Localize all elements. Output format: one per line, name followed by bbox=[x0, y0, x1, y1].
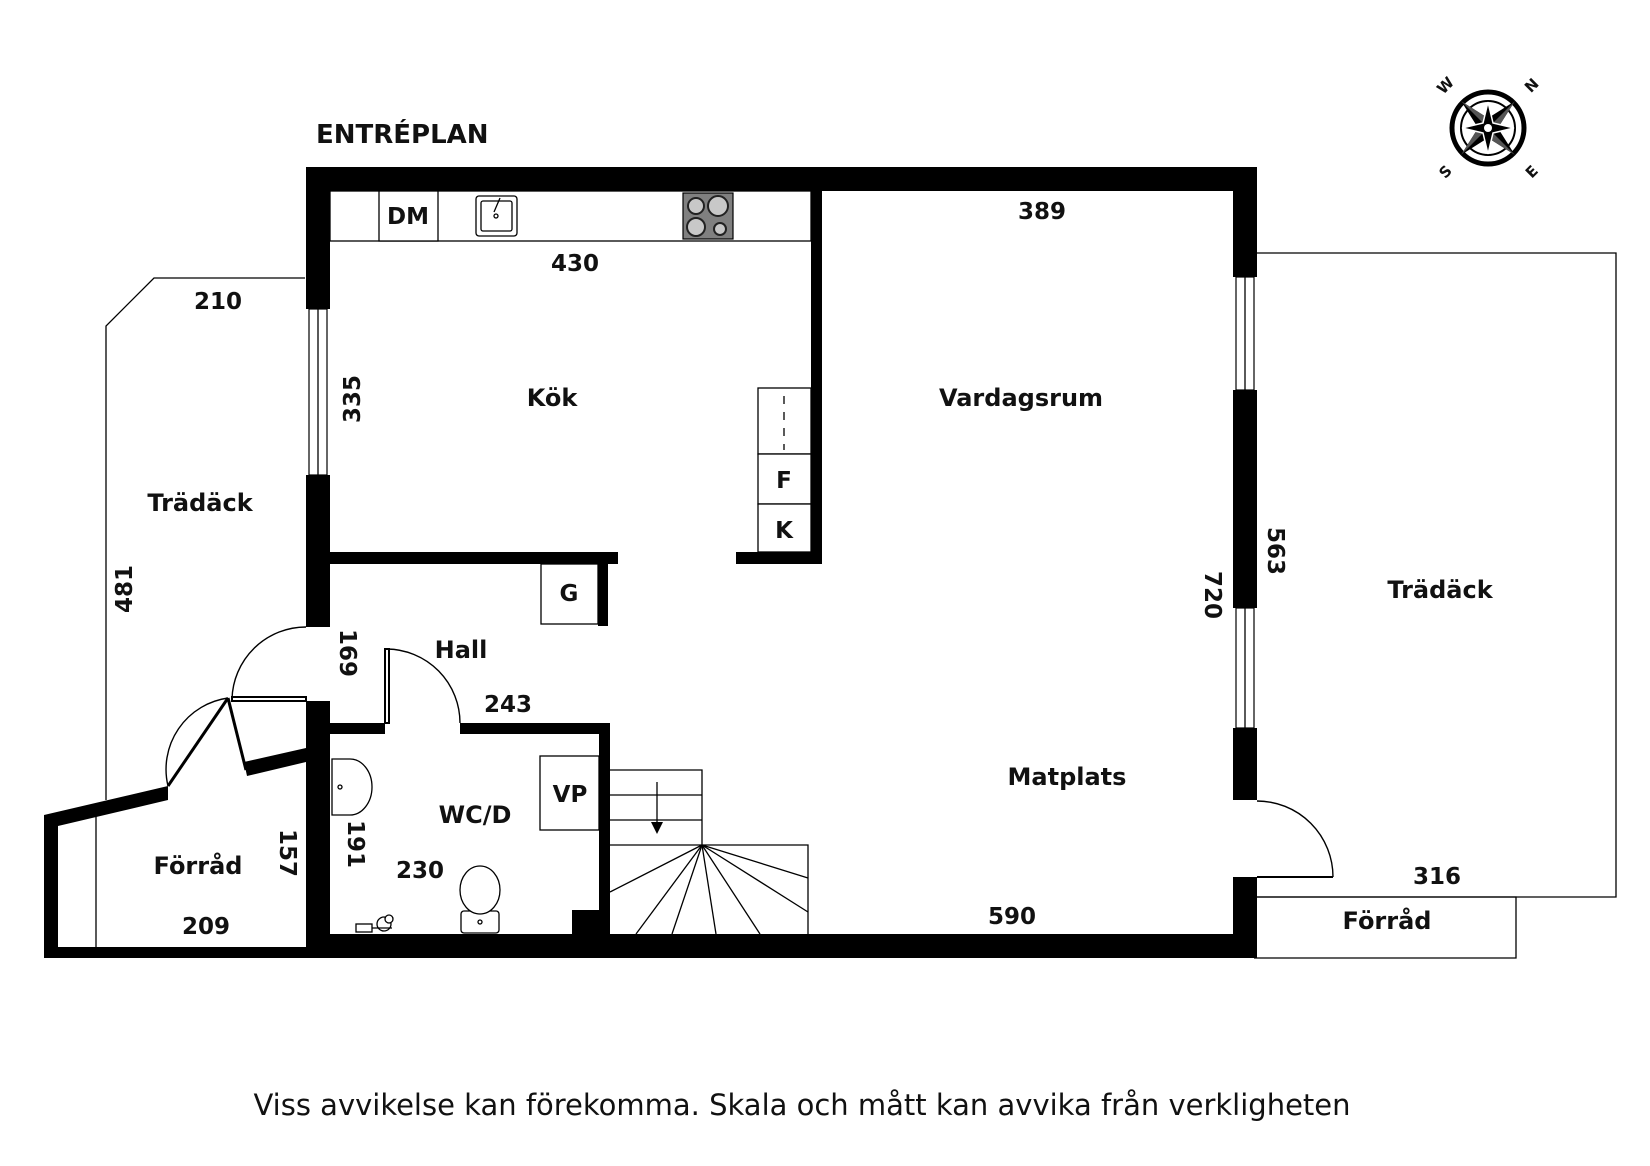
right-deck-outline bbox=[1254, 252, 1617, 898]
window-living-upper bbox=[1235, 276, 1255, 391]
front-door bbox=[231, 626, 307, 702]
compass-rose-icon: W E S N bbox=[1433, 73, 1543, 182]
window-living-lower bbox=[1235, 607, 1255, 729]
freezer-label: F bbox=[776, 468, 792, 494]
dim-living-depth: 720 bbox=[1199, 571, 1225, 619]
dim-kok-width: 430 bbox=[551, 251, 599, 277]
dim-left-storage-width: 209 bbox=[182, 914, 230, 940]
compass-east-label: E bbox=[1522, 162, 1542, 182]
dim-wc-depth: 191 bbox=[342, 820, 368, 868]
dim-vardagsrum-width: 389 bbox=[1018, 199, 1066, 225]
right-storage-outline bbox=[1254, 896, 1517, 959]
wardrobe-label: G bbox=[560, 581, 579, 607]
room-label-tradack-left: Trädäck bbox=[147, 489, 253, 517]
dim-right-deck-width: 316 bbox=[1413, 864, 1461, 890]
room-label-forrad-left: Förråd bbox=[154, 851, 243, 880]
fridge bbox=[757, 503, 812, 553]
room-label-matplats: Matplats bbox=[1008, 763, 1127, 791]
sink-icon bbox=[475, 195, 518, 237]
kitchen-counter: DM bbox=[329, 190, 812, 242]
dim-left-deck-depth: 481 bbox=[112, 565, 138, 613]
dim-hall-depth: 169 bbox=[334, 629, 360, 677]
dim-left-storage-depth: 157 bbox=[274, 829, 300, 877]
windows bbox=[308, 276, 1255, 729]
wash-basin-icon bbox=[331, 758, 373, 816]
stove-icon bbox=[682, 192, 734, 240]
dim-kok-depth: 335 bbox=[340, 375, 366, 423]
compass-south-label: S bbox=[1435, 162, 1455, 182]
dim-matplats-width: 590 bbox=[988, 904, 1036, 930]
terrace-door bbox=[1256, 800, 1334, 878]
dishwasher bbox=[378, 190, 439, 242]
dishwasher-label: DM bbox=[387, 204, 429, 230]
doors bbox=[165, 626, 1334, 878]
dim-hall-width: 243 bbox=[484, 692, 532, 718]
compass-north-label: N bbox=[1521, 75, 1543, 97]
water-heater: VP bbox=[539, 755, 600, 831]
wc-door bbox=[384, 648, 461, 724]
plan-title: ENTRÉPLAN bbox=[316, 118, 489, 150]
room-label-forrad-right: Förråd bbox=[1343, 906, 1432, 935]
left-deck-outline bbox=[95, 277, 305, 947]
room-label-tradack-right: Trädäck bbox=[1387, 576, 1493, 604]
washing-machine-connection-icon bbox=[355, 914, 394, 933]
freezer bbox=[757, 453, 812, 505]
staircase bbox=[609, 769, 809, 935]
room-label-hall: Hall bbox=[435, 636, 488, 664]
window-kitchen-left bbox=[308, 308, 328, 476]
wardrobe: G bbox=[540, 563, 599, 625]
water-heater-label: VP bbox=[553, 782, 588, 808]
room-label-wc: WC/D bbox=[439, 801, 512, 829]
fridge-label: K bbox=[775, 518, 794, 544]
compass-west-label: W bbox=[1433, 73, 1458, 98]
room-label-vardagsrum: Vardagsrum bbox=[939, 384, 1103, 412]
dim-wc-width: 230 bbox=[396, 858, 444, 884]
room-label-kok: Kök bbox=[527, 384, 579, 412]
disclaimer-text: Viss avvikelse kan förekomma. Skala och … bbox=[253, 1088, 1350, 1122]
left-storage-door bbox=[165, 697, 248, 787]
dim-left-deck-width: 210 bbox=[194, 289, 242, 315]
dim-right-deck-depth: 563 bbox=[1262, 527, 1288, 575]
toilet-icon bbox=[459, 865, 501, 934]
tall-cabinets: F K bbox=[757, 387, 812, 553]
walls bbox=[44, 167, 1257, 958]
